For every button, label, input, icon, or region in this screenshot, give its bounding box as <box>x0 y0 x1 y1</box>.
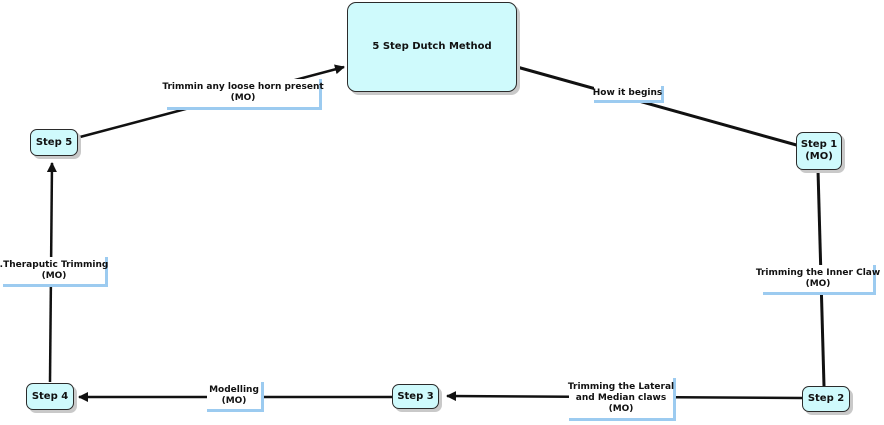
edge-label-loose-horn-line2: (MO) <box>230 93 256 103</box>
main-node[interactable]: 5 Step Dutch Method <box>347 2 517 92</box>
edge-label-how-it-begins: How it begins <box>592 86 664 103</box>
edge-label-lateral-median-line1: Trimming the Lateral <box>567 381 675 392</box>
edge-label-theraputic-line2: (MO) <box>41 270 67 281</box>
step-5-node[interactable]: Step 5 <box>30 129 78 156</box>
step-1-title: Step 1 <box>800 139 838 150</box>
edge-label-lateral-median-line2: and Median claws <box>575 392 667 403</box>
edge-label-inner-claw-line2: (MO) <box>805 278 831 289</box>
edge-label-theraputic: .Theraputic Trimming (MO) <box>0 257 109 287</box>
step-3-title: Step 3 <box>397 390 434 402</box>
step-1-sub: (MO) <box>805 151 833 162</box>
step-5-title: Step 5 <box>35 136 73 148</box>
step-2-title: Step 2 <box>807 393 845 404</box>
step-4-node[interactable]: Step 4 <box>26 383 74 410</box>
edge-label-loose-horn-line1: Trimmin any loose horn present <box>162 82 324 92</box>
step-1-node[interactable]: Step 1 (MO) <box>796 132 842 170</box>
edge-main-to-step1 <box>516 65 801 148</box>
edge-label-modelling-line2: (MO) <box>221 395 247 406</box>
step-2-node[interactable]: Step 2 <box>802 386 850 412</box>
edge-label-lateral-median: Trimming the Lateral and Median claws (M… <box>567 378 676 421</box>
edge-label-inner-claw-line1: Trimming the Inner Claw <box>755 267 881 278</box>
edge-label-how-it-begins-line1: How it begins <box>592 87 663 98</box>
main-node-title: 5 Step Dutch Method <box>372 41 492 52</box>
step-3-node[interactable]: Step 3 <box>392 384 439 409</box>
edge-label-modelling: Modelling (MO) <box>207 382 264 412</box>
edge-label-theraputic-line1: .Theraputic Trimming <box>0 259 109 270</box>
step-4-title: Step 4 <box>31 390 69 402</box>
edge-label-loose-horn: Trimmin any loose horn present (MO) <box>162 79 324 110</box>
edge-label-lateral-median-line3: (MO) <box>608 403 634 414</box>
edge-label-inner-claw: Trimming the Inner Claw (MO) <box>756 265 880 295</box>
edge-label-modelling-line1: Modelling <box>209 384 259 395</box>
